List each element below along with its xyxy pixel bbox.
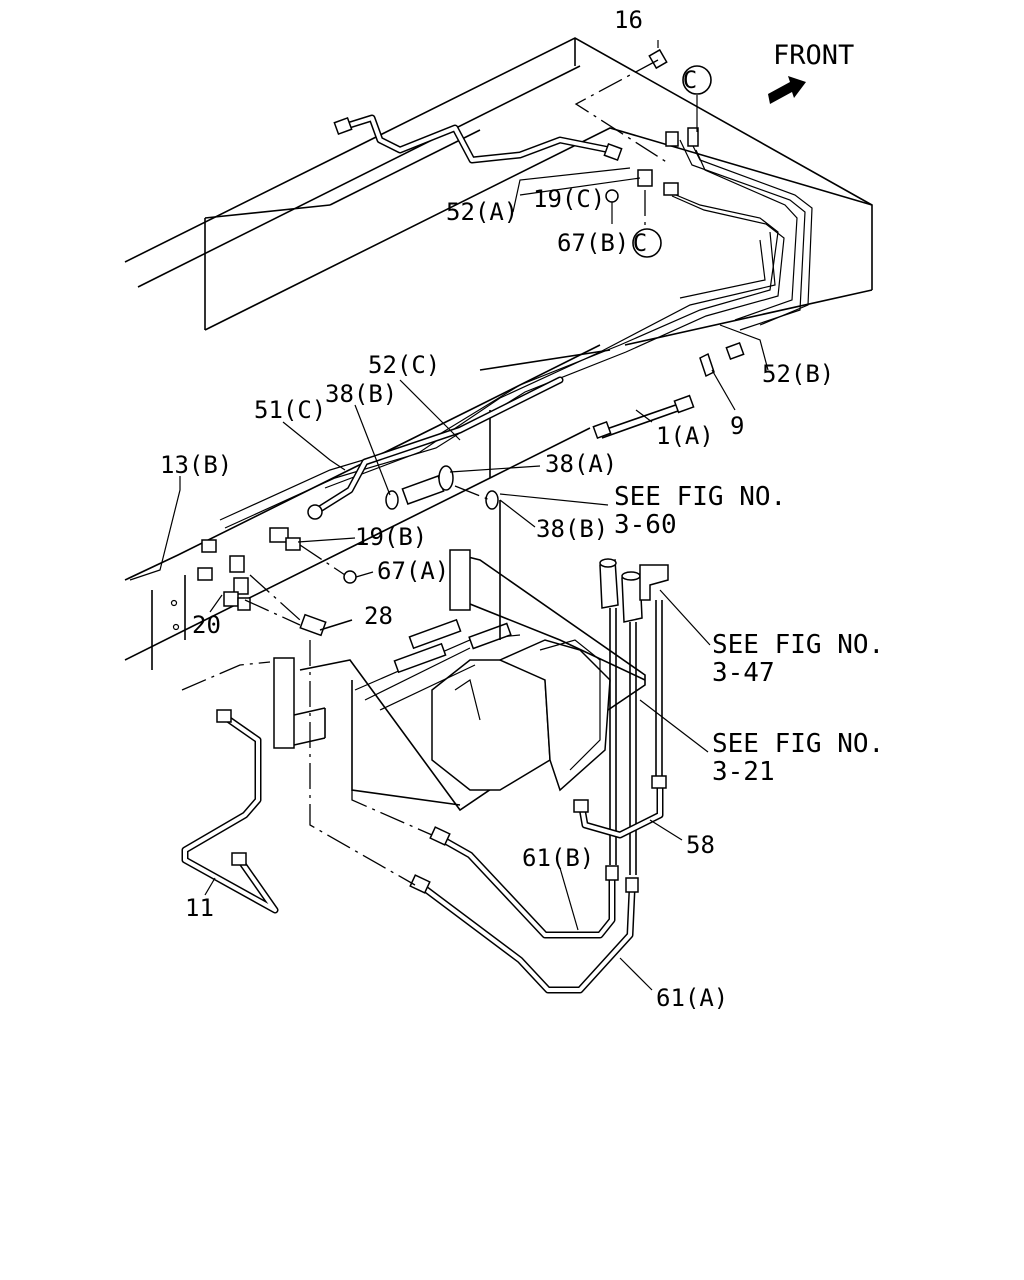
left-fittings [197, 527, 357, 637]
callout-38b-top: 38(B) [325, 380, 397, 408]
callout-20: 20 [192, 611, 221, 639]
upper-fittings [333, 48, 745, 378]
callout-52a: 52(A) [446, 198, 518, 226]
callout-38b-bottom: 38(B) [536, 515, 608, 543]
see-fig-3-60-line1: SEE FIG NO. [614, 482, 786, 512]
callout-19c: 19(C) [533, 185, 605, 213]
callout-28: 28 [364, 602, 393, 630]
front-arrow-icon [768, 76, 806, 104]
callout-67b: 67(B) [557, 229, 629, 257]
callout-58: 58 [686, 831, 715, 859]
callout-11: 11 [185, 894, 214, 922]
pipes-61 [309, 640, 639, 994]
callout-13b: 13(B) [160, 451, 232, 479]
callout-52b: 52(B) [762, 360, 834, 388]
see-fig-3-21-line1: SEE FIG NO. [712, 729, 884, 759]
see-fig-3-47-line2: 3-47 [712, 658, 775, 688]
callout-16: 16 [614, 6, 643, 34]
pipe-1a [592, 394, 695, 439]
frame-rail [124, 37, 873, 670]
pipe-58 [573, 775, 667, 839]
circle-ref-bottom-label: C [633, 229, 647, 257]
callout-52c: 52(C) [368, 351, 440, 379]
callout-1a: 1(A) [656, 422, 714, 450]
pipe-11 [181, 661, 279, 914]
callout-51c: 51(C) [254, 396, 326, 424]
canister-tray [273, 500, 646, 812]
callout-leaders [129, 40, 769, 991]
circle-ref-bottom [632, 228, 662, 258]
callout-38a: 38(A) [545, 450, 617, 478]
circle-ref-top [682, 65, 712, 95]
hose-clamps [385, 465, 499, 510]
see-fig-3-21-line2: 3-21 [712, 757, 775, 787]
front-label: FRONT [773, 40, 854, 71]
valve-cluster [599, 558, 669, 875]
callout-19b: 19(B) [355, 523, 427, 551]
callout-67a: 67(A) [377, 557, 449, 585]
leader-dashes-upper [574, 59, 669, 230]
callout-61a: 61(A) [656, 984, 728, 1012]
upper-pipe-bundle [219, 114, 813, 529]
circle-ref-top-label: C [683, 66, 697, 94]
pipe-51c [307, 376, 564, 520]
see-fig-3-47-line1: SEE FIG NO. [712, 630, 884, 660]
callout-61b: 61(B) [522, 844, 594, 872]
see-fig-3-60-line2: 3-60 [614, 510, 677, 540]
callout-9: 9 [730, 412, 744, 440]
